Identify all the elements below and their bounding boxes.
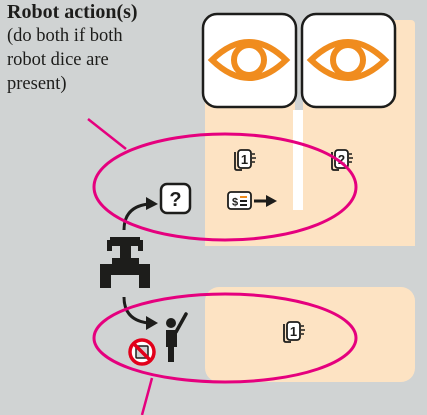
upper-highlight-ellipse [92, 132, 358, 242]
lower-pointer-line [140, 377, 154, 415]
money-card-icon: $ [227, 191, 252, 210]
caption-line-2: robot dice are [7, 50, 109, 70]
worker-icon [166, 312, 188, 362]
arrow-icon [254, 195, 277, 207]
lower-highlight-ellipse [92, 292, 358, 384]
caption-line-1: (do both if both [7, 26, 123, 46]
caption-block: Robot action(s) (do both if both robot d… [7, 0, 138, 96]
die-number-1: 1 [241, 152, 248, 167]
caption-heading: Robot action(s) [7, 1, 138, 23]
arrow-icon [122, 296, 158, 330]
eye-icon [207, 39, 291, 81]
question-icon: ? [159, 182, 192, 215]
caption-line-3: present) [7, 74, 67, 94]
eye-icon [306, 39, 390, 81]
question-mark: ? [169, 189, 181, 211]
upper-pointer-line [87, 118, 127, 150]
die-number-3: 1 [290, 324, 297, 339]
lower-track-panel [205, 287, 415, 382]
robot-icon [100, 237, 150, 288]
die-icon: 1 [283, 321, 305, 343]
arrow-icon [122, 197, 158, 231]
no-symbol-icon [128, 338, 156, 366]
column-divider [293, 110, 303, 210]
eye-box-right [300, 12, 397, 109]
die-number-2: 2 [338, 152, 345, 167]
money-symbol: $ [232, 197, 238, 209]
die-icon: 1 [234, 149, 256, 171]
eye-box-left [201, 12, 298, 109]
